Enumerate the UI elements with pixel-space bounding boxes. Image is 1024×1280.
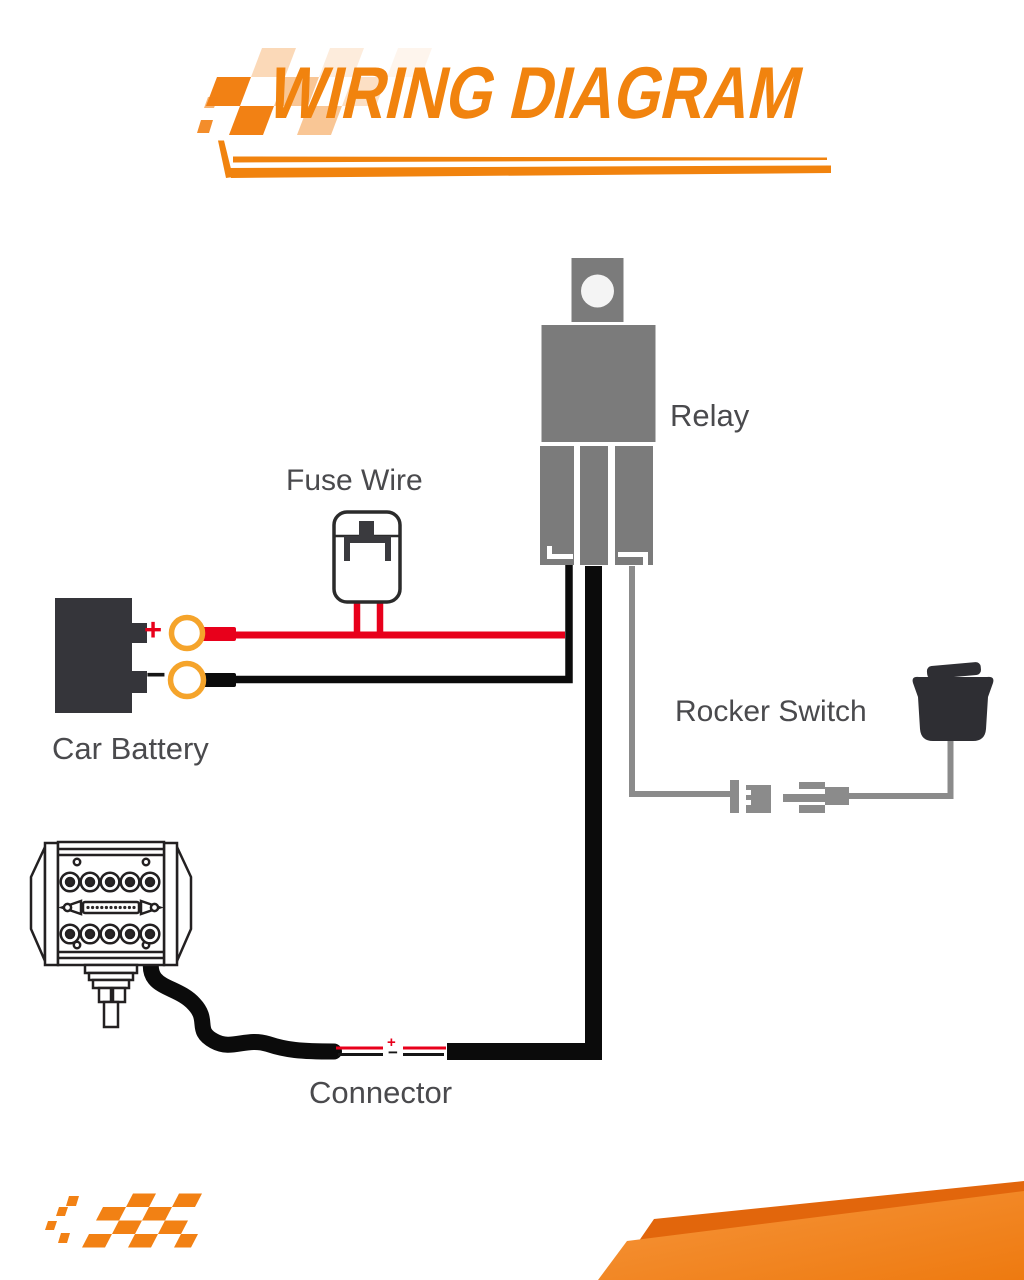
battery-positive-mark: + (144, 612, 163, 647)
relay-pin-middle (580, 446, 608, 565)
led-light-icon (29, 840, 193, 1029)
battery-body (55, 598, 132, 713)
battery-terminal-positive (131, 623, 147, 643)
switch-wire-left (629, 566, 731, 797)
relay-body (541, 325, 656, 442)
connector-negative-mark: − (388, 1043, 398, 1062)
black-crimp (202, 673, 236, 687)
title-underline (218, 140, 831, 178)
relay-pin-left (540, 446, 574, 565)
rocker-switch-icon (912, 662, 994, 741)
relay-pin-right (615, 446, 653, 565)
output-cable-right (447, 566, 602, 1060)
fuse-wire-label: Fuse Wire (286, 464, 423, 497)
switch-wire-right (848, 738, 954, 799)
relay-label: Relay (670, 398, 750, 433)
footer-checkered-flag-icon (45, 1193, 202, 1248)
rocker-body (912, 676, 994, 741)
fuse-leads (353, 600, 384, 632)
led-mount-bracket (83, 963, 139, 1029)
car-battery-label: Car Battery (52, 731, 209, 766)
black-ground-wire (236, 565, 573, 684)
header-checkered-flag-icon (197, 48, 432, 135)
connector-label: Connector (309, 1075, 453, 1110)
battery-negative-mark: − (146, 656, 166, 694)
fuse-icon (332, 510, 402, 604)
relay-icon (540, 258, 656, 565)
led-row-bottom (59, 923, 161, 945)
rocker-switch-label: Rocker Switch (675, 695, 867, 728)
rocker-actuator (926, 662, 982, 679)
car-battery-icon (55, 598, 207, 713)
page-title: WIRING DIAGRAM (261, 52, 811, 135)
ring-terminal-negative-icon (167, 660, 207, 700)
led-row-top (59, 871, 161, 893)
connector-positive-mark: + (387, 1034, 396, 1051)
led-strip-middle (58, 899, 164, 916)
footer-ribbon-decoration (598, 1181, 1024, 1280)
output-cable-left (142, 948, 342, 1060)
relay-mount-hole (581, 274, 614, 308)
battery-terminal-negative (131, 671, 147, 693)
ring-terminal-positive-icon (168, 614, 206, 652)
switch-connector-icon (730, 780, 849, 813)
wiring-harness (142, 565, 954, 1060)
inline-connector-icon (336, 1046, 446, 1056)
